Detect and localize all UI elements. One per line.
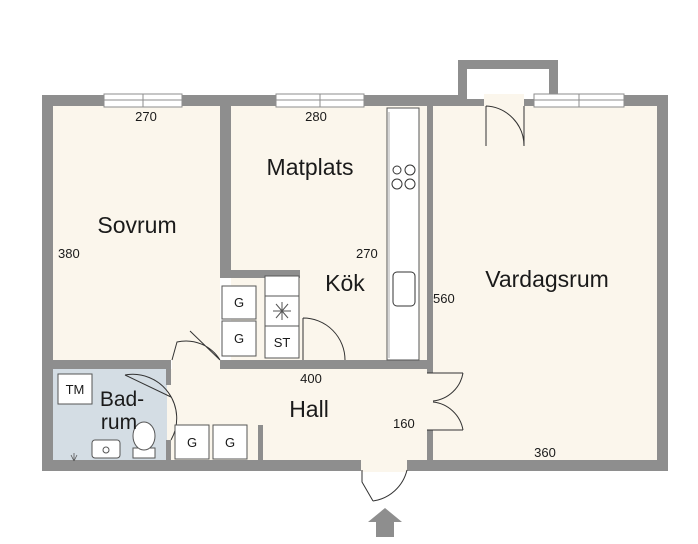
door-openings [168,94,524,472]
dimension-matplats-width: 280 [305,109,327,124]
fan-icon [70,453,78,462]
stove-unit [264,275,300,359]
sovrum-door [171,330,221,361]
closet-box [221,285,257,320]
fan-icon [273,302,291,320]
dimension-vardagsrum-width: 360 [534,445,556,460]
vardagsrum-floor [432,105,657,461]
room-label-vardagsrum: Vardagsrum [485,266,609,292]
entrance-door [361,469,408,502]
closets-sovrum [221,285,257,357]
toilet-icon [132,421,156,459]
kitchen-counter [386,107,420,361]
dimension-sovrum-depth: 380 [58,246,80,261]
hall-floor [166,369,428,461]
room-label-badrum-line1: Bad- [100,388,144,411]
vardagsrum-door-bottom [427,401,464,431]
windows [103,93,625,108]
closet-box [212,424,248,460]
closet-box [221,320,257,357]
room-label-sovrum: Sovrum [97,212,176,238]
sovrum-floor [53,105,220,360]
closet-label: G [234,295,244,310]
hob-burners-icon [391,164,416,190]
washer-box [57,373,93,405]
dimension-hall-depth: 160 [393,416,415,431]
closet-label: G [187,435,197,450]
washer-label: TM [66,382,85,397]
dimension-sovrum-width: 270 [135,109,157,124]
balcony-door [485,105,525,147]
balcony-niche [458,60,558,99]
closet-label: G [234,331,244,346]
dimension-hall-width: 400 [300,371,322,386]
dimension-kok-depth: 270 [356,246,378,261]
stove-label: ST [274,335,291,350]
closet-box [174,424,210,460]
vardagsrum-door-top [427,372,464,402]
sink-icon [392,271,416,307]
interior-walls [53,105,433,462]
entrance-arrow-icon [368,508,402,537]
sink-icon [91,439,121,459]
room-label-matplats: Matplats [267,154,354,180]
room-label-hall: Hall [289,396,329,422]
closet-label: G [225,435,235,450]
dimension-vardagsrum-depth: 560 [433,291,455,306]
kok-door [302,317,346,361]
room-label-badrum-line2: rum [101,411,137,434]
closets-hall [174,424,248,460]
room-label-kok: Kök [325,270,365,296]
